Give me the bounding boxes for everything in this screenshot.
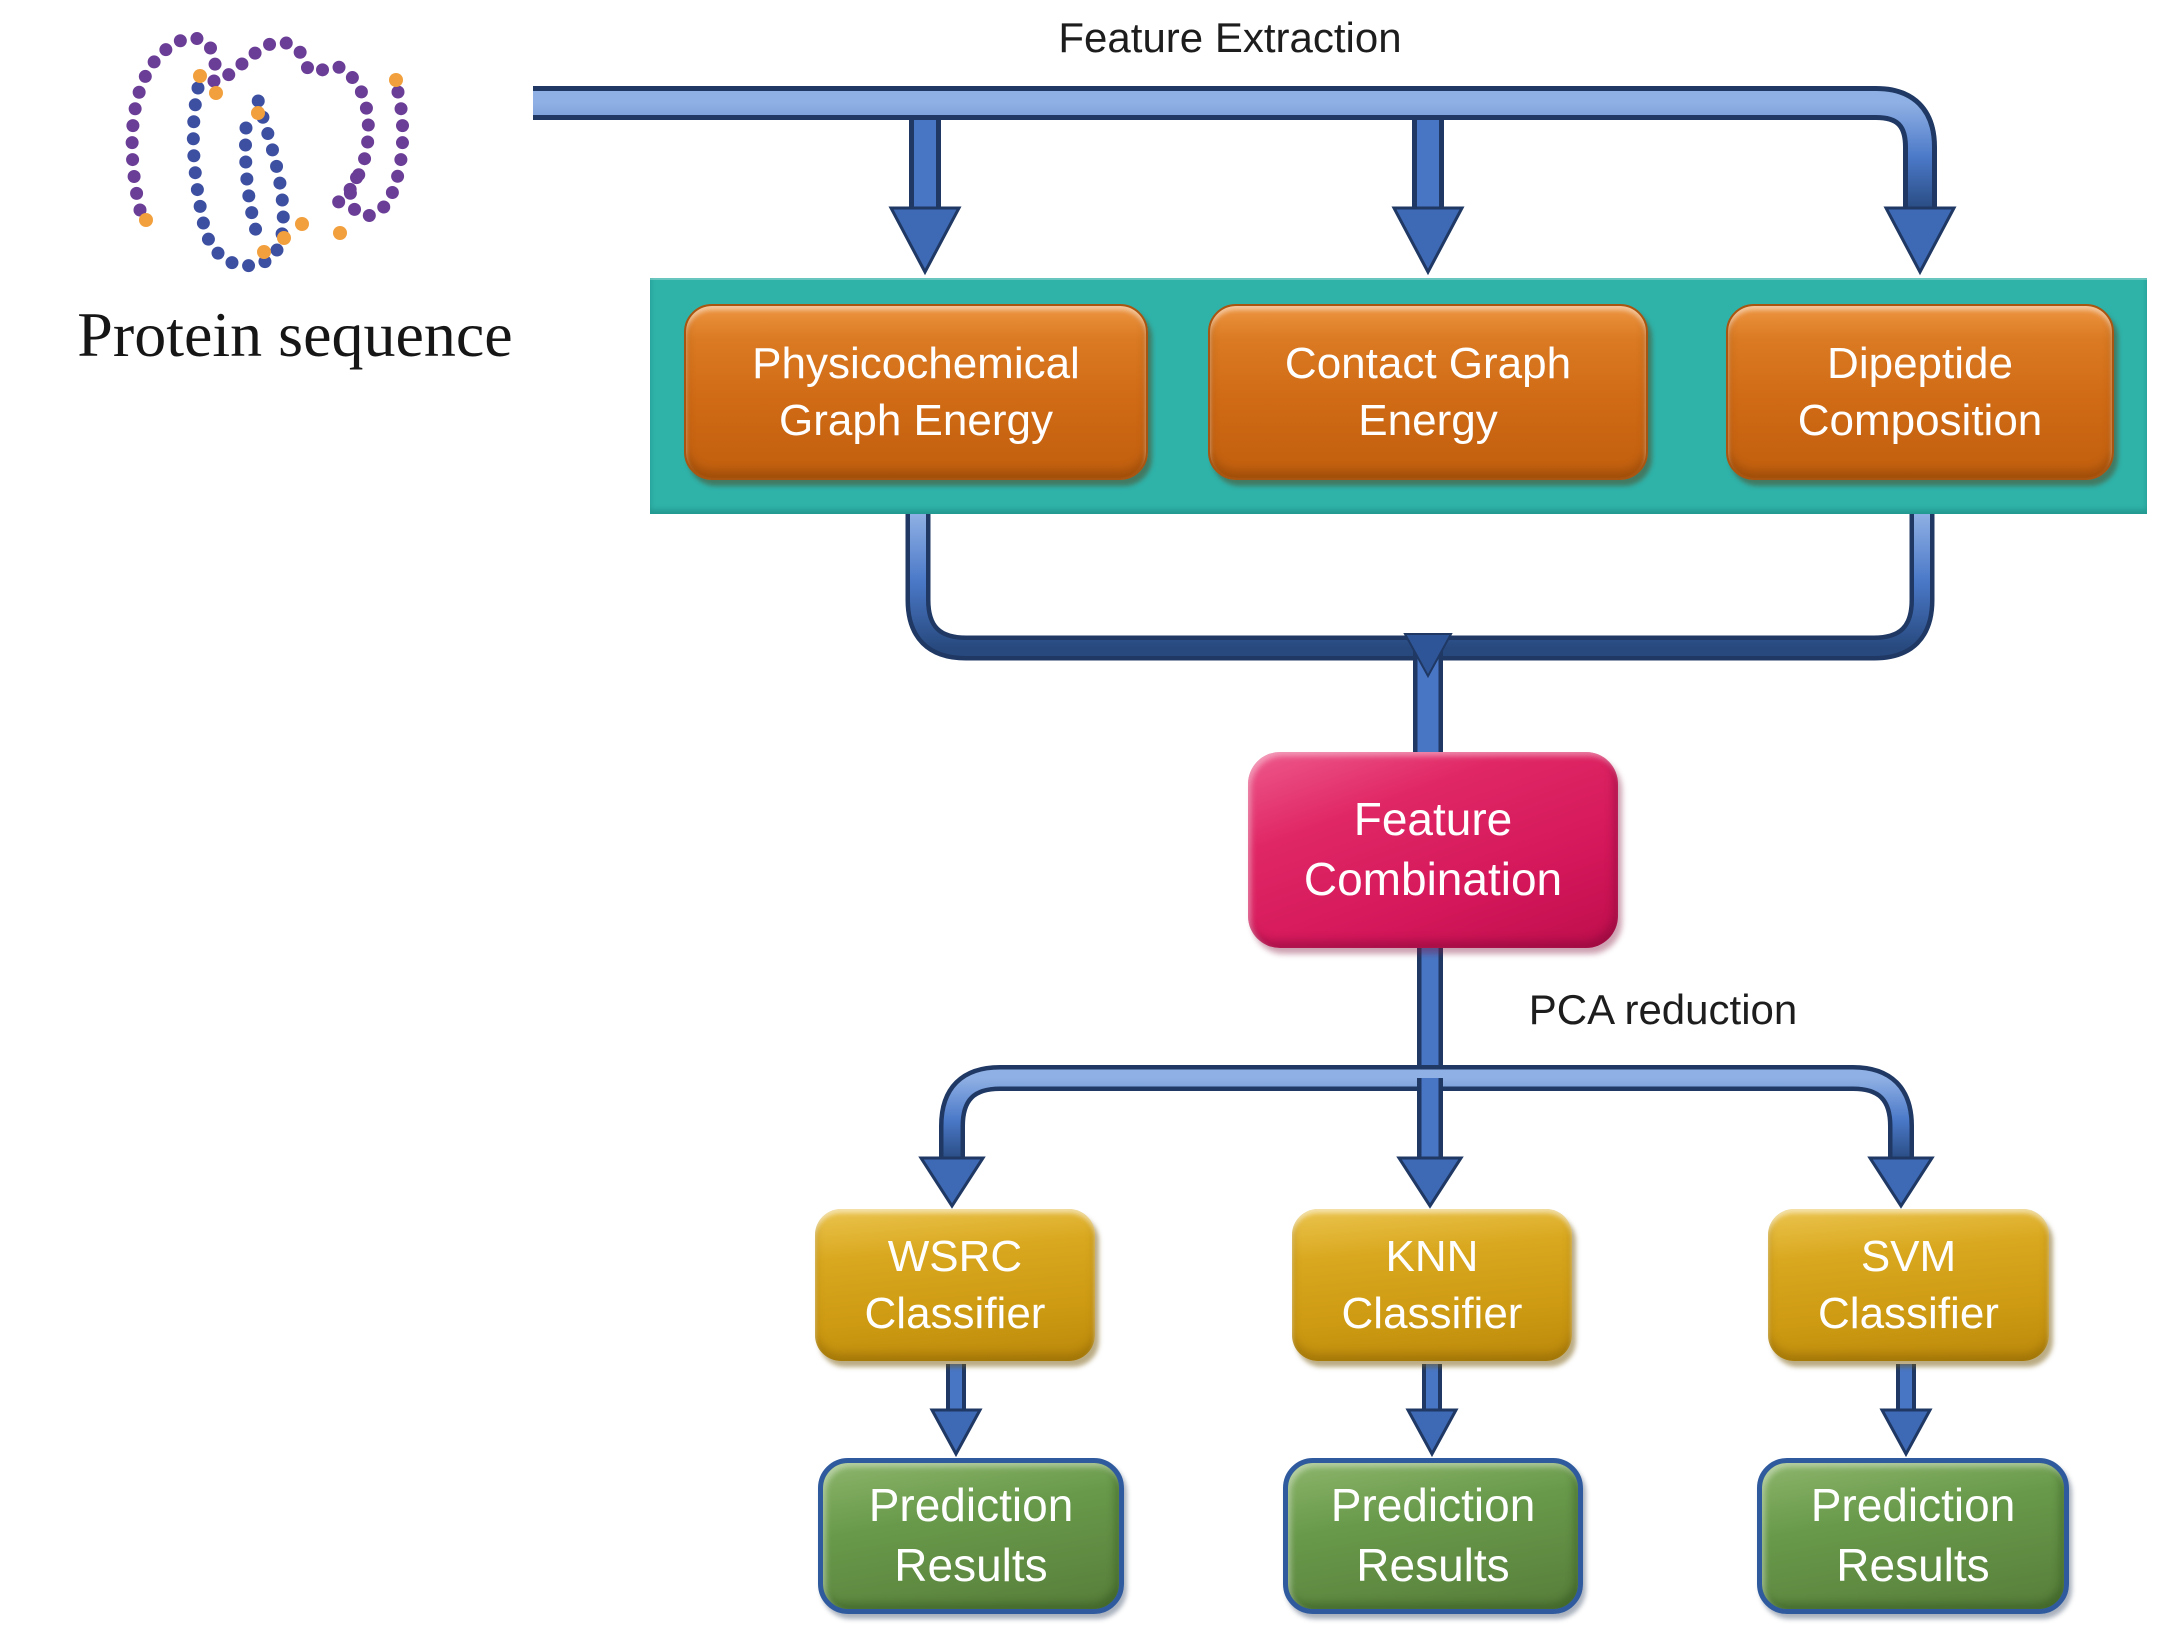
node-feature-combination: Feature Combination [1248,752,1618,948]
bead-linkers-orange [139,69,403,259]
pca-bar-outline [939,1065,1914,1162]
arrowhead-pred-2 [1405,1408,1459,1458]
feature-extraction-label: Feature Extraction [1058,14,1402,61]
top-bar-outline [533,86,1937,212]
pca-distribution-arrows [918,944,1935,1209]
arrowhead-branch-1 [888,206,962,276]
arrowhead-pred-3 [1879,1408,1933,1458]
node-label: KNN Classifier [1341,1231,1523,1338]
arrowhead-branch-3 [1883,206,1957,276]
merge-u-outline [905,514,1935,661]
node-wsrc-classifier: WSRC Classifier [815,1209,1095,1361]
node-svm-classifier: SVM Classifier [1768,1209,2049,1361]
node-label: Prediction Results [1810,1479,2016,1591]
node-label: SVM Classifier [1818,1231,1999,1338]
node-prediction-results-2: Prediction Results [1283,1458,1583,1614]
protein-sequence-label: Protein sequence [77,299,513,370]
node-label: Contact Graph Energy [1284,338,1572,445]
bead-chain-blue-inner [239,121,265,245]
bead-chain-purple [125,31,375,217]
node-label: Prediction Results [868,1479,1074,1591]
node-label: Feature Combination [1303,793,1563,905]
node-label: Dipeptide Composition [1797,338,2043,445]
pca-reduction-label: PCA reduction [1528,986,1798,1033]
top-bar-fill [533,91,1932,212]
bead-chain-blue [186,81,290,273]
merge-chevron [1403,633,1453,679]
bead-chain-purple-hook [343,85,410,223]
node-label: WSRC Classifier [864,1231,1046,1338]
node-contact-graph-energy: Contact Graph Energy [1208,304,1648,480]
merge-connector [905,514,1935,762]
protein-sequence-illustration [125,31,410,273]
merge-u-fill [910,514,1930,656]
arrowhead-svm [1867,1156,1935,1209]
arrowhead-wsrc [918,1156,986,1209]
pca-bar-fill [943,1069,1910,1162]
node-knn-classifier: KNN Classifier [1292,1209,1572,1361]
result-arrows [929,1364,1933,1458]
feature-extraction-arrows [533,86,1957,276]
node-dipeptide-composition: Dipeptide Composition [1726,304,2114,480]
node-label: Physicochemical Graph Energy [752,338,1080,445]
node-prediction-results-3: Prediction Results [1757,1458,2069,1614]
node-label: Prediction Results [1330,1479,1536,1591]
arrowhead-branch-2 [1391,206,1465,276]
arrowhead-pred-1 [929,1408,983,1458]
node-physicochemical-graph-energy: Physicochemical Graph Energy [684,304,1148,480]
node-prediction-results-1: Prediction Results [818,1458,1124,1614]
arrowhead-knn [1396,1156,1464,1209]
